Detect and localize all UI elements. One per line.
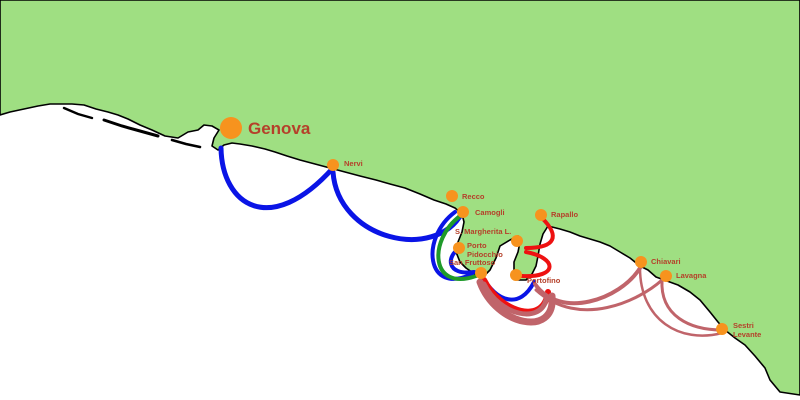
marker-san-fruttoso[interactable] — [475, 267, 487, 279]
breakwater-1 — [62, 106, 94, 120]
label-lavagna: Lavagna — [676, 271, 707, 280]
breakwater-3 — [170, 138, 202, 149]
marker-recco[interactable] — [446, 190, 458, 202]
route-rose-sestri-lavagna — [660, 278, 724, 332]
marker-camogli[interactable] — [457, 206, 469, 218]
marker-genova[interactable] — [220, 117, 242, 139]
label-genova: Genova — [248, 119, 311, 138]
route-rose-chiavari-portofino — [533, 266, 642, 306]
marker-sestri-levante[interactable] — [716, 323, 728, 335]
route-red-margherita-portofino — [520, 250, 552, 279]
label-sestri-levante-line1: Sestri — [733, 321, 754, 330]
marker-nervi[interactable] — [327, 159, 339, 171]
marker-rapallo[interactable] — [535, 209, 547, 221]
marker-porto-pidocchio[interactable] — [453, 242, 465, 254]
route-rose-fruttoso-loop — [481, 281, 549, 317]
route-rose-sestri-chiavari — [638, 266, 724, 337]
marker-santa-margherita[interactable] — [511, 235, 523, 247]
marker-portofino[interactable] — [510, 269, 522, 281]
label-recco: Recco — [462, 192, 485, 201]
label-camogli: Camogli — [475, 208, 505, 217]
label-san-fruttoso: San Fruttoso — [449, 258, 496, 267]
label-portofino: Portofino — [527, 276, 561, 285]
label-santa-margherita: S. Margherita L. — [455, 227, 511, 236]
route-blue-genova-nervi — [218, 145, 336, 211]
label-sestri-levante-line2: Levante — [733, 330, 761, 339]
marker-lavagna[interactable] — [660, 270, 672, 282]
label-nervi: Nervi — [344, 159, 363, 168]
marker-chiavari[interactable] — [635, 256, 647, 268]
label-porto-pidocchio-line2: Pidocchio — [467, 250, 503, 259]
route-red-rapallo-margherita — [524, 216, 555, 250]
route-rose-portofino-fruttoso — [476, 278, 556, 326]
label-rapallo: Rapallo — [551, 210, 579, 219]
breakwater-2 — [102, 118, 160, 138]
label-porto-pidocchio-line1: Porto — [467, 241, 487, 250]
label-chiavari: Chiavari — [651, 257, 681, 266]
route-green-camogli-fruttoso — [436, 214, 478, 281]
